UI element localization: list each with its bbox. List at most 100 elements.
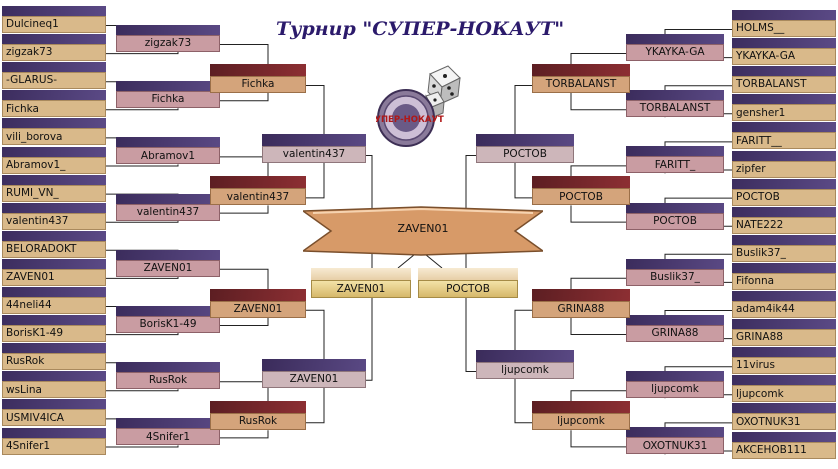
bracket-entry-label: GRINA88	[732, 329, 836, 347]
bracket-connector	[106, 108, 179, 111]
bracket-entry-bevel	[116, 81, 220, 94]
semifinal-label: РОСТОВ	[418, 280, 518, 298]
bracket-entry: YKAYKA-GA	[732, 38, 836, 66]
bracket-entry-bevel	[116, 306, 220, 318]
bracket-entry: BorisK1-49	[116, 306, 220, 333]
bracket-entry-bevel	[2, 34, 106, 47]
bracket-connector	[220, 268, 269, 293]
bracket-entry-bevel	[732, 66, 836, 79]
bracket-entry-bevel	[732, 94, 836, 107]
bracket-entry-label: YKAYKA-GA	[626, 44, 724, 61]
bracket-entry-bevel	[210, 401, 306, 416]
bracket-entry-label: 11virus	[732, 357, 836, 375]
bracket-entry-label: BorisK1-49	[116, 316, 220, 333]
bracket-entry-bevel	[626, 34, 724, 46]
bracket-entry: RusRok	[116, 362, 220, 390]
bracket-entry-bevel	[626, 427, 724, 440]
bracket-entry-bevel	[732, 38, 836, 51]
bracket-entry: GRINA88	[532, 288, 630, 318]
bracket-entry-bevel	[2, 399, 106, 412]
bracket-entry-bevel	[262, 358, 366, 373]
bracket-connector	[106, 220, 179, 223]
bracket-connector	[220, 430, 269, 439]
bracket-connector	[514, 309, 532, 354]
bracket-entry: NATE222	[732, 206, 836, 234]
bracket-entry: OXOTNUK31	[626, 427, 724, 455]
bracket-entry: 11virus	[732, 347, 836, 375]
bracket-entry: РОСТОВ	[532, 176, 630, 206]
bracket-entry-bevel	[476, 350, 574, 364]
bracket-entry: valentin437	[210, 176, 306, 206]
bracket-entry: РОСТОВ	[476, 134, 574, 163]
bracket-entry-label: USMIV4ICA	[2, 409, 106, 427]
bracket-entry-label: ZAVEN01	[116, 259, 220, 277]
bracket-entry-bevel	[116, 193, 220, 206]
bracket-entry-label: РОСТОВ	[732, 188, 836, 206]
bracket-entry-bevel	[2, 146, 106, 159]
bracket-connector	[306, 163, 325, 199]
bracket-entry: zigzak73	[2, 34, 106, 62]
bracket-entry-label: ZAVEN01	[262, 370, 366, 388]
bracket-entry: AKCEHOB111	[732, 431, 836, 459]
bracket-entry: Abramov1_	[2, 146, 106, 174]
bracket-entry: TORBALANST	[626, 90, 724, 118]
bracket-connector	[570, 390, 626, 406]
bracket-entry-label: Fifonna	[732, 272, 836, 290]
bracket-entry: Buslik37_	[626, 258, 724, 286]
bracket-entry-label: ljupcomk	[626, 381, 724, 399]
bracket-entry-bevel	[116, 418, 220, 431]
semifinal-bevel	[418, 268, 518, 283]
bracket-connector	[514, 163, 532, 199]
bracket-entry: TORBALANST	[732, 66, 836, 94]
bracket-entry: valentin437	[262, 134, 366, 163]
bracket-connector	[514, 85, 532, 138]
bracket-entry-bevel	[2, 174, 106, 187]
bracket-entry-bevel	[626, 315, 724, 327]
bracket-entry-bevel	[532, 401, 630, 416]
bracket-entry-label: BorisK1-49	[2, 325, 106, 343]
semifinal-bevel	[311, 268, 411, 283]
bracket-entry: zipfer	[732, 150, 836, 178]
bracket-entry: BorisK1-49	[2, 315, 106, 343]
bracket-entry: 4Snifer1	[116, 418, 220, 446]
bracket-connector	[220, 93, 269, 102]
bracket-entry-label: Abramov1	[116, 147, 220, 165]
bracket-entry: OXOTNUK31	[732, 403, 836, 431]
bracket-entry-bevel	[2, 118, 106, 131]
bracket-connector	[106, 52, 179, 55]
bracket-entry: -GLARUS-	[2, 62, 106, 90]
bracket-entry-bevel	[732, 319, 836, 332]
bracket-entry-bevel	[732, 178, 836, 191]
bracket-entry-bevel	[116, 249, 220, 262]
bracket-entry-bevel	[626, 146, 724, 159]
bracket-entry-bevel	[732, 262, 836, 275]
bracket-entry-label: RusRok	[210, 413, 306, 431]
bracket-entry-label: RusRok	[2, 353, 106, 371]
logo-text: СУПЕР-НОКАУТ	[376, 115, 444, 125]
bracket-entry: GRINA88	[732, 319, 836, 347]
bracket-entry-label: wsLina	[2, 381, 106, 399]
bracket-entry: 44neli44	[2, 287, 106, 314]
bracket-entry-label: ZAVEN01	[210, 300, 306, 318]
bracket-entry-bevel	[2, 90, 106, 103]
bracket-entry-bevel	[210, 176, 306, 191]
bracket-entry-bevel	[732, 375, 836, 388]
bracket-entry-label: -GLARUS-	[2, 72, 106, 90]
bracket-entry-label: HOLMS__	[732, 20, 836, 37]
bracket-entry: RUMI_VN_	[2, 174, 106, 202]
bracket-entry-label: valentin437	[262, 146, 366, 163]
bracket-entry-label: Buslik37_	[626, 268, 724, 286]
bracket-entry-label: 4Snifer1	[2, 437, 106, 455]
bracket-connector	[106, 333, 179, 336]
bracket-entry: RusRok	[2, 343, 106, 371]
bracket-entry-label: OXOTNUK31	[732, 413, 836, 431]
bracket-entry: YKAYKA-GA	[626, 34, 724, 61]
bracket-connector	[570, 317, 626, 335]
bracket-entry-label: RusRok	[116, 372, 220, 390]
bracket-entry: Fichka	[2, 90, 106, 118]
bracket-entry-bevel	[626, 202, 724, 215]
bracket-entry-label: gensher1	[732, 104, 836, 122]
bracket-entry-label: FARITT_	[626, 156, 724, 174]
bracket-entry: vili_borova	[2, 118, 106, 146]
bracket-entry-label: 44neli44	[2, 297, 106, 314]
